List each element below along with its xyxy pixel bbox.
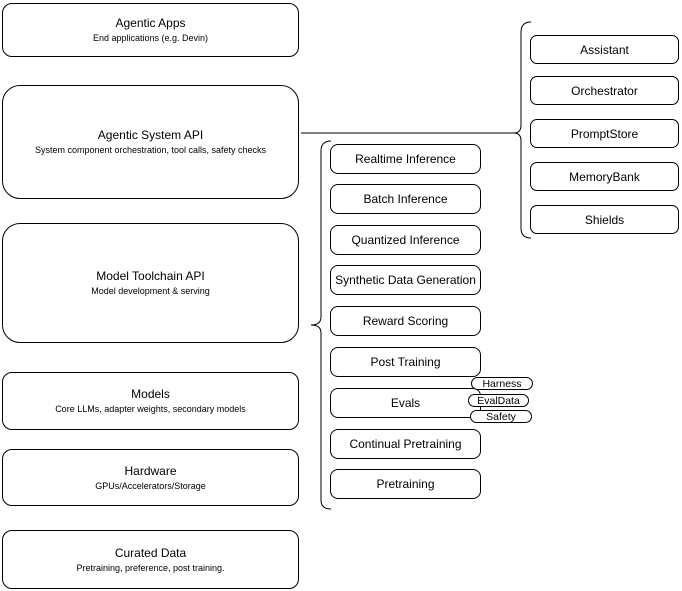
node-subtitle: System component orchestration, tool cal… — [34, 145, 267, 155]
toolchain-item-pretraining: Pretraining — [330, 469, 481, 499]
node-subtitle: Model development & serving — [91, 286, 210, 296]
toolchain-item-batch-inference: Batch Inference — [330, 184, 481, 214]
node-title: Models — [131, 387, 170, 401]
eval-tag-safety: Safety — [470, 410, 532, 423]
node-models: Models Core LLMs, adapter weights, secon… — [2, 372, 299, 430]
toolchain-item-evals: Evals — [330, 388, 481, 418]
node-title: Agentic System API — [97, 128, 204, 142]
toolchain-item-post-training: Post Training — [330, 347, 481, 377]
component-shields: Shields — [530, 205, 679, 234]
node-title: Hardware — [124, 463, 177, 478]
node-subtitle: Core LLMs, adapter weights, secondary mo… — [55, 404, 246, 414]
node-model-toolchain-api: Model Toolchain API Model development & … — [2, 223, 299, 343]
node-subtitle: End applications (e.g. Devin) — [92, 33, 209, 43]
node-agentic-system-api: Agentic System API System component orch… — [2, 85, 299, 199]
component-orchestrator: Orchestrator — [530, 76, 679, 105]
toolchain-item-quantized-inference: Quantized Inference — [330, 225, 481, 255]
node-title: Agentic Apps — [115, 16, 186, 30]
node-hardware: Hardware GPUs/Accelerators/Storage — [2, 449, 299, 506]
toolchain-item-synthetic-data-generation: Synthetic Data Generation — [330, 265, 481, 295]
node-agentic-apps: Agentic Apps End applications (e.g. Devi… — [2, 3, 299, 57]
toolchain-group-brace — [310, 140, 332, 510]
eval-tag-evaldata: EvalData — [468, 394, 529, 407]
node-subtitle: GPUs/Accelerators/Storage — [95, 480, 206, 491]
component-assistant: Assistant — [530, 35, 679, 64]
component-memorybank: MemoryBank — [530, 162, 679, 191]
node-title: Curated Data — [114, 545, 187, 560]
system-components-group-brace — [513, 21, 532, 239]
eval-tag-harness: Harness — [471, 377, 533, 390]
node-curated-data: Curated Data Pretraining, preference, po… — [2, 530, 299, 589]
toolchain-item-reward-scoring: Reward Scoring — [330, 306, 481, 336]
node-title: Model Toolchain API — [96, 269, 205, 283]
toolchain-item-continual-pretraining: Continual Pretraining — [330, 429, 481, 459]
component-promptstore: PromptStore — [530, 119, 679, 148]
toolchain-item-realtime-inference: Realtime Inference — [330, 144, 481, 174]
node-subtitle: Pretraining, preference, post training. — [76, 562, 225, 573]
